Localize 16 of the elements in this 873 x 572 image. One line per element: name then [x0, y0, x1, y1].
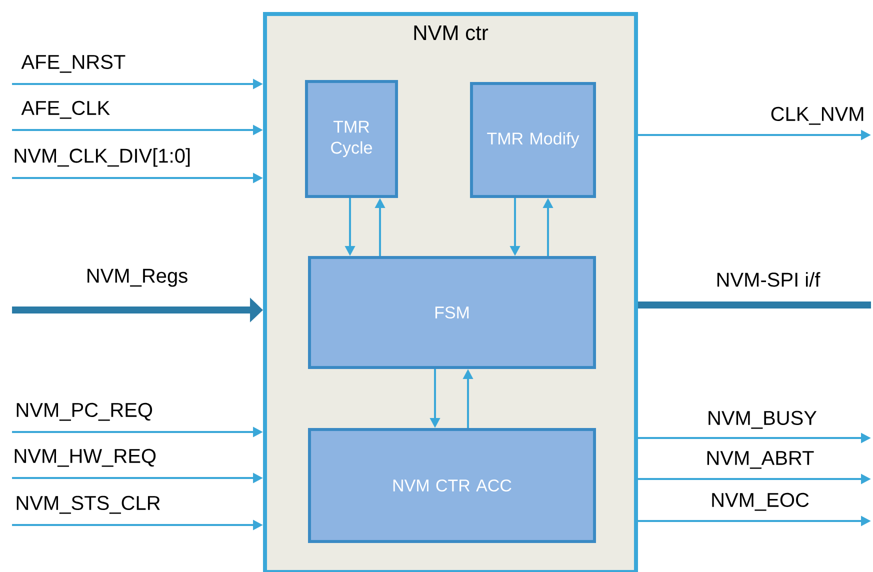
- edge-label: NVM-SPI i/f: [717, 272, 820, 287]
- block-box: FSM: [308, 256, 596, 369]
- edge-label: AFE_CLK: [21, 100, 110, 119]
- edge-label: NVM_EOC: [712, 492, 809, 511]
- edge-label: NVM_HW_REQ: [14, 448, 156, 467]
- edge-label: AFE_NRST: [21, 54, 126, 73]
- block-box: TMR Cycle: [305, 80, 398, 198]
- edge-label: NVM_CLK_DIV[1:0]: [14, 148, 190, 167]
- edge-label: NVM_ABRT: [707, 451, 814, 469]
- edge-label: NVM_STS_CLR: [16, 496, 160, 514]
- edge-label: NVM_PC_REQ: [16, 402, 152, 421]
- block-box: NVM CTR ACC: [308, 428, 596, 543]
- edge-label: CLK_NVM: [771, 106, 864, 125]
- block-box: TMR Modify: [470, 82, 596, 198]
- edge-label: NVM_BUSY: [708, 410, 817, 429]
- edge-label: NVM_Regs: [88, 268, 188, 287]
